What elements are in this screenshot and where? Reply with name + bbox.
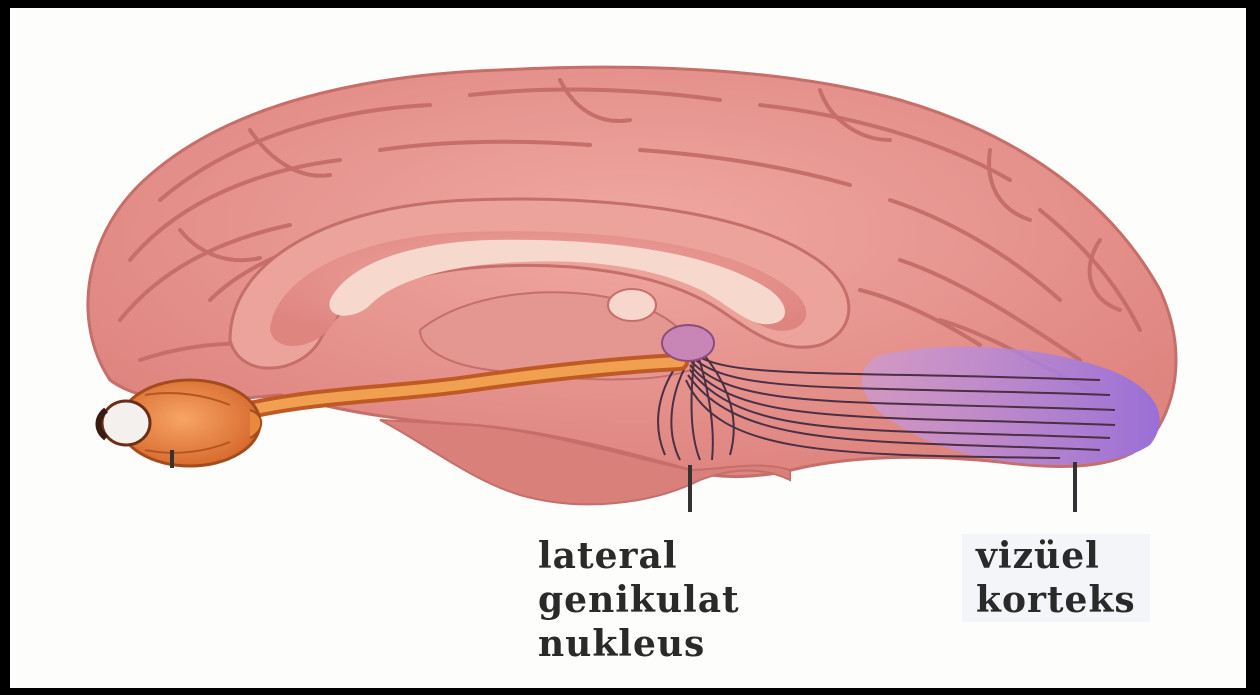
visual-cortex-label-line-2: korteks	[976, 578, 1136, 622]
lgn-label-line-3: nukleus	[538, 622, 740, 666]
visual-cortex-label-line-1: vizüel	[976, 534, 1136, 578]
visual-cortex-label: vizüel korteks	[962, 534, 1150, 622]
lgn-label: lateral genikulat nukleus	[538, 534, 740, 666]
interthalamic-adhesion	[608, 289, 656, 321]
lgn-label-line-2: genikulat	[538, 578, 740, 622]
lateral-geniculate-nucleus	[662, 325, 714, 361]
eye-icon	[99, 380, 262, 466]
lgn-label-line-1: lateral	[538, 534, 740, 578]
